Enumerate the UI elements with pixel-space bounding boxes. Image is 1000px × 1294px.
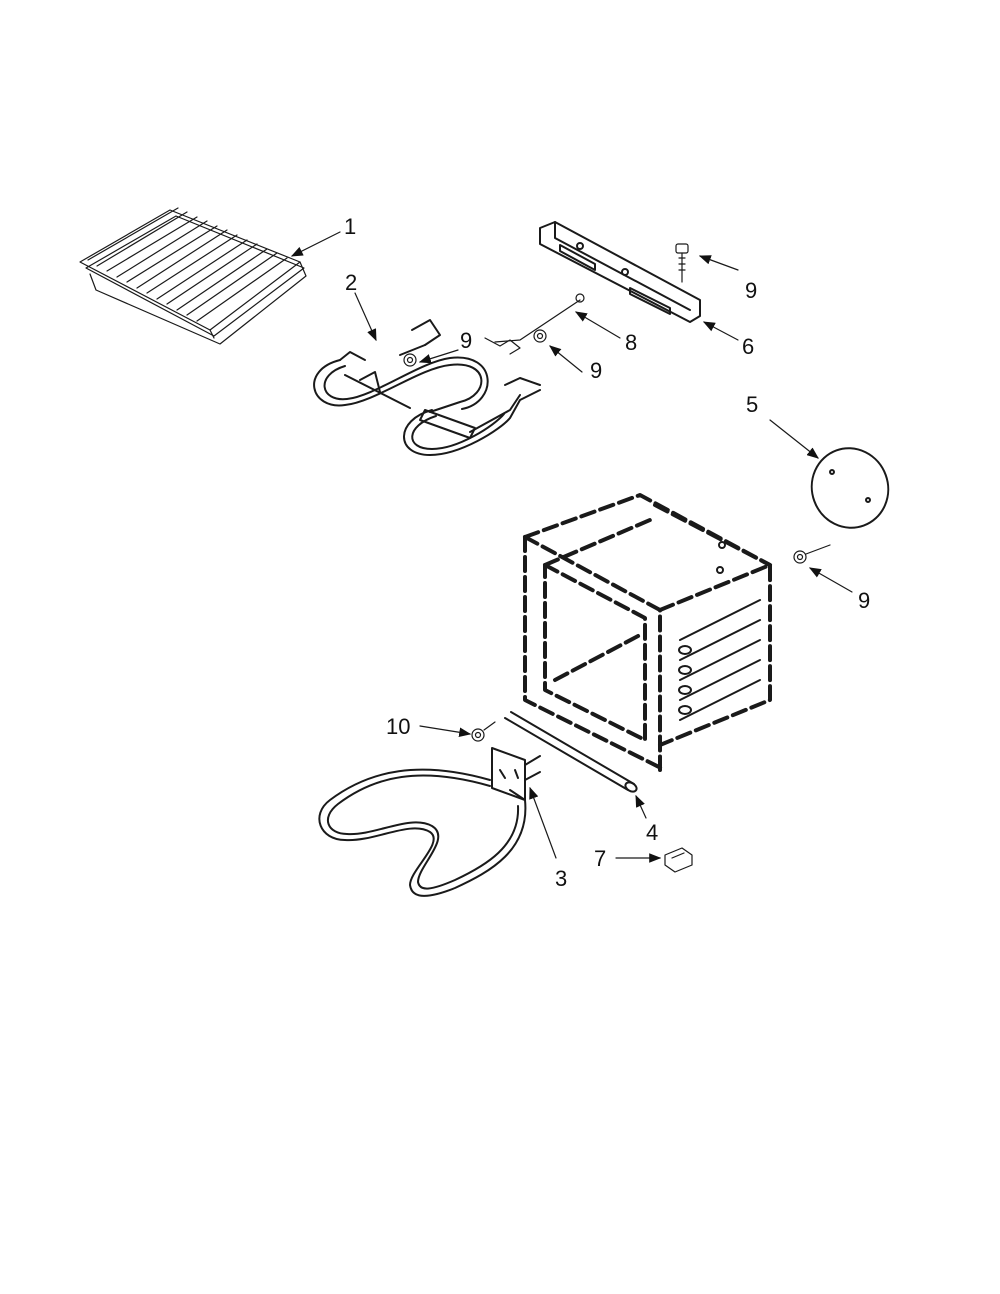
- callout-8: 8: [625, 330, 637, 355]
- cover-plate: [810, 447, 890, 529]
- bake-element: [318, 747, 541, 897]
- callout-7: 7: [594, 846, 606, 871]
- rod: [504, 711, 638, 793]
- screw-element: [403, 353, 417, 367]
- callout-6: 6: [742, 334, 754, 359]
- screw-bracket: [675, 243, 689, 283]
- temperature-sensor: [484, 293, 585, 355]
- callout-9-heater: 9: [590, 358, 602, 383]
- callout-1: 1: [344, 214, 356, 239]
- callout-arrows: [290, 231, 853, 863]
- callout-10: 10: [386, 714, 410, 739]
- oven-rack: [79, 207, 307, 345]
- broil-element: [313, 319, 541, 456]
- callout-2: 2: [345, 270, 357, 295]
- screw-10: [471, 721, 496, 742]
- element-bracket: [539, 221, 701, 323]
- oven-cavity-side-details: [678, 541, 761, 721]
- callout-labels: 1 2 9 9 9 8 6 5 9 10 4 7 3: [344, 214, 870, 891]
- callout-9-top: 9: [460, 328, 472, 353]
- callout-9-cover: 9: [858, 588, 870, 613]
- screw-cover: [793, 544, 831, 564]
- clip: [664, 847, 693, 873]
- callout-3: 3: [555, 866, 567, 891]
- callout-5: 5: [746, 392, 758, 417]
- callout-9-bracket: 9: [745, 278, 757, 303]
- oven-cavity: [523, 493, 772, 772]
- callout-4: 4: [646, 820, 658, 845]
